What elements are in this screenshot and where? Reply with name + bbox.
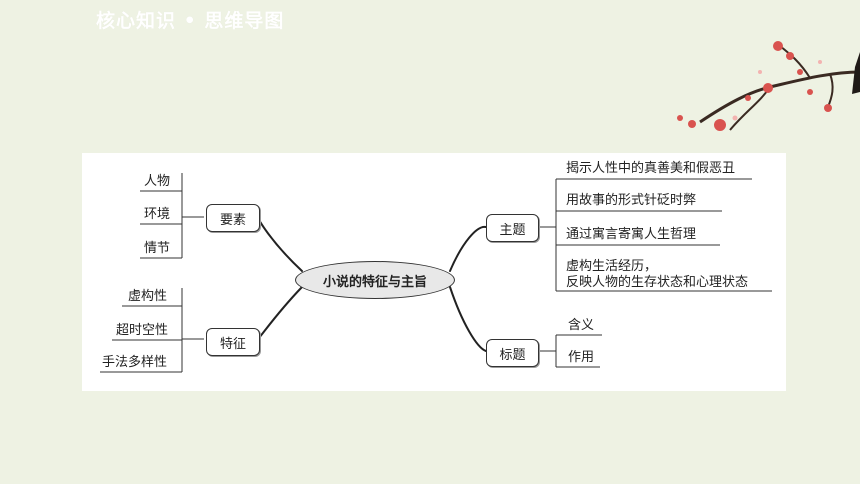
leaf-theme-3: 通过寓言寄寓人生哲理 [566, 227, 697, 242]
leaf-characters: 人物 [144, 174, 171, 189]
branch-features-label: 特征 [219, 336, 246, 352]
center-node: 小说的特征与主旨 [295, 261, 455, 299]
leaf-theme-4a: 虚构生活经历， [566, 259, 658, 274]
branch-theme-label: 主题 [499, 222, 526, 238]
slide-title: 核心知识 • 思维导图 [96, 10, 285, 32]
leaf-function: 作用 [568, 350, 595, 365]
leaf-transcendence: 超时空性 [116, 323, 169, 338]
leaf-theme-4b: 反映人物的生存状态和心理状态 [566, 275, 749, 290]
plum-blossom-decoration [677, 41, 860, 131]
center-node-label: 小说的特征与主旨 [322, 274, 427, 290]
branch-title: 标题 [486, 339, 539, 367]
mindmap-connectors [100, 173, 772, 373]
header-band [0, 0, 860, 44]
branch-title-label: 标题 [499, 347, 526, 363]
leaf-theme-1: 揭示人性中的真善美和假恶丑 [566, 161, 736, 176]
leaf-meaning: 含义 [568, 318, 595, 333]
leaf-plot: 情节 [144, 241, 171, 256]
leaf-fictionality: 虚构性 [128, 289, 168, 304]
branch-theme: 主题 [486, 214, 539, 242]
leaf-theme-2: 用故事的形式针砭时弊 [566, 193, 697, 208]
branch-features: 特征 [206, 328, 260, 356]
leaf-setting: 环境 [144, 207, 171, 222]
leaf-technique-variety: 手法多样性 [102, 355, 168, 370]
branch-elements: 要素 [206, 204, 260, 232]
mindmap-panel: 要素 特征 主题 标题 小说的特征与主旨 人物 环境 情节 虚构性 超时空性 手… [82, 153, 786, 391]
branch-elements-label: 要素 [219, 212, 246, 228]
